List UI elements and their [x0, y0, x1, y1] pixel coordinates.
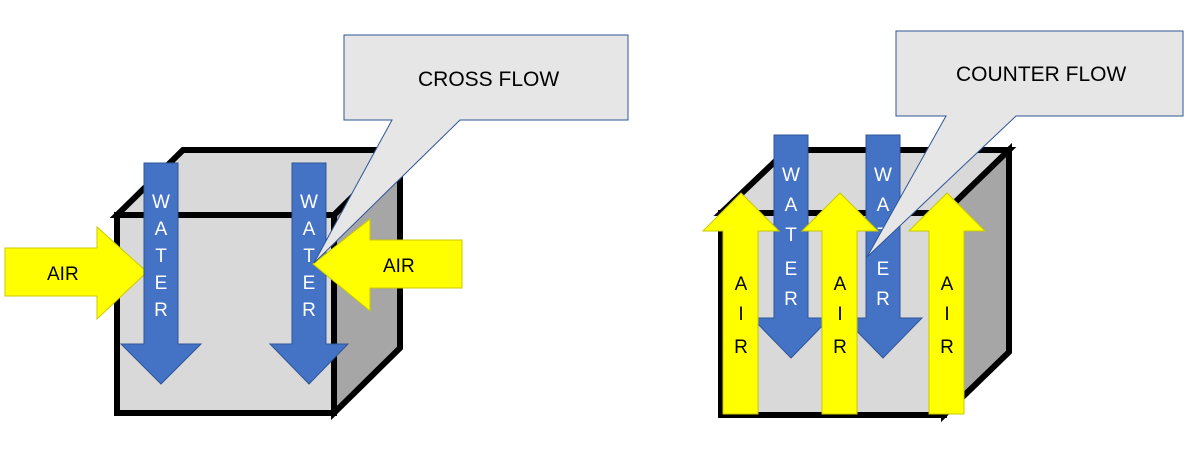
water-letter: R: [876, 289, 890, 310]
water-letter: W: [782, 165, 800, 186]
air-letter: A: [735, 274, 748, 295]
cross-flow-group: AIR W A T E R W A T E R AIR CROSS FLOW: [4, 34, 629, 421]
air-arrow-left-label: AIR: [47, 264, 79, 285]
water-arrow-2-shape: [842, 134, 924, 359]
air-letter: R: [833, 337, 847, 358]
water-letter: E: [877, 259, 890, 280]
water-letter: E: [785, 259, 798, 280]
water-letter: W: [874, 165, 892, 186]
air-arrow-1: A I R: [701, 192, 781, 415]
air-arrow-left: AIR: [4, 225, 148, 321]
water-letter: W: [152, 192, 170, 213]
callout-shape: [313, 34, 629, 264]
air-arrow-1-shape: [701, 192, 781, 415]
air-letter: R: [734, 337, 748, 358]
air-letter: I: [944, 304, 949, 325]
water-letter: R: [302, 300, 316, 321]
callout-label: CROSS FLOW: [418, 68, 559, 91]
water-letter: E: [303, 273, 316, 294]
air-arrow-3: A I R: [907, 192, 987, 415]
air-letter: R: [940, 337, 954, 358]
counter-flow-cube: [713, 142, 1017, 423]
air-arrow-right-label: AIR: [383, 256, 415, 277]
water-arrow-left-shape: [119, 162, 203, 385]
air-arrow-right-shape: [312, 217, 463, 313]
water-arrow-right-shape: [268, 162, 350, 385]
air-arrow-2: A I R: [800, 192, 880, 415]
air-letter: I: [837, 304, 842, 325]
cross-flow-callout: CROSS FLOW: [313, 34, 629, 264]
water-arrow-left: W A T E R: [119, 162, 203, 385]
water-letter: A: [303, 219, 316, 240]
callout-shape: [866, 30, 1184, 258]
counter-flow-callout: COUNTER FLOW: [866, 30, 1184, 258]
water-arrow-2: W A T E R: [842, 134, 924, 359]
air-arrow-2-shape: [800, 192, 880, 415]
air-arrow-left-shape: [4, 225, 148, 321]
water-letter: A: [155, 219, 168, 240]
air-letter: I: [738, 304, 743, 325]
water-letter: R: [154, 300, 168, 321]
water-arrow-1-shape: [750, 134, 832, 359]
counter-flow-group: W A T E R W A T E R A I R A I R: [701, 30, 1184, 423]
water-letter: A: [877, 195, 890, 216]
water-letter: T: [303, 246, 315, 267]
callout-label: COUNTER FLOW: [956, 63, 1127, 86]
water-letter: T: [785, 225, 797, 246]
water-arrow-right: W A T E R: [268, 162, 350, 385]
water-letter: A: [785, 195, 798, 216]
water-arrow-1: W A T E R: [750, 134, 832, 359]
air-letter: A: [941, 274, 954, 295]
water-letter: W: [300, 192, 318, 213]
water-letter: E: [155, 273, 168, 294]
water-letter: T: [155, 246, 167, 267]
air-arrow-right: AIR: [312, 217, 463, 313]
water-letter: R: [784, 289, 798, 310]
air-letter: A: [834, 274, 847, 295]
air-arrow-3-shape: [907, 192, 987, 415]
